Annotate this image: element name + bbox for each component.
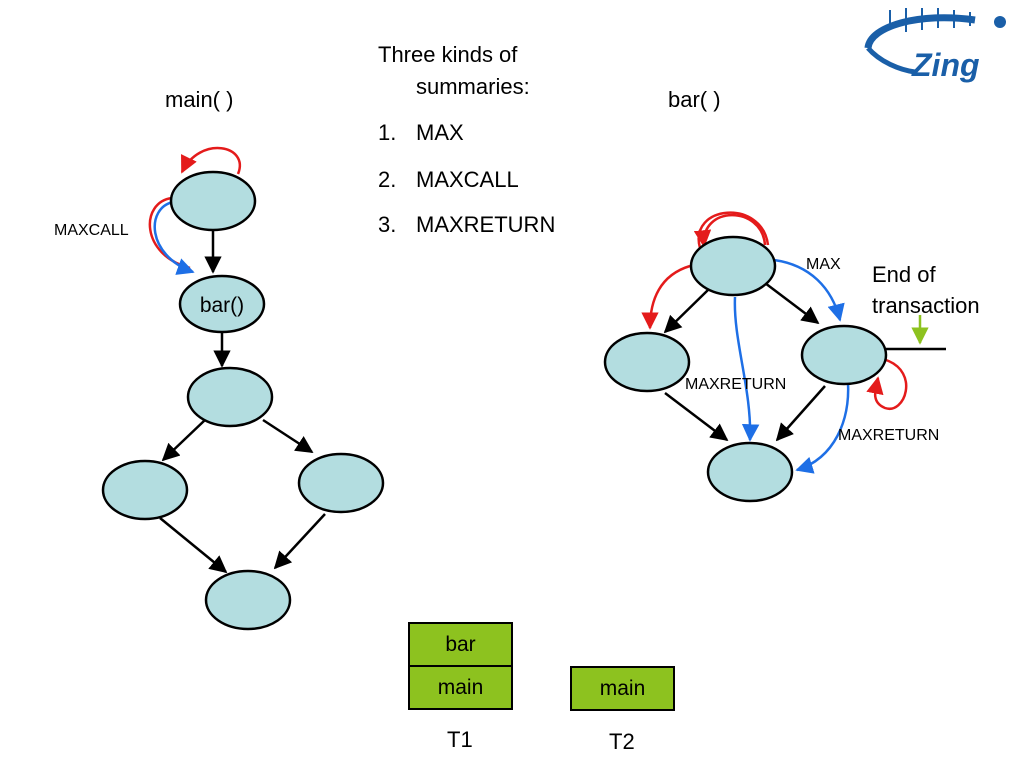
- bar-call-label: bar(): [200, 294, 244, 317]
- stack-t2-label: T2: [609, 729, 635, 754]
- main-self-loop: [180, 146, 242, 175]
- main-node-exit: [204, 569, 292, 631]
- edge-bar-top-to-right: [764, 282, 820, 325]
- zing-logo: Zing: [864, 8, 1006, 83]
- stack-t1-frame-bar-label: bar: [445, 632, 476, 656]
- bar-right-self-loop: [866, 358, 908, 410]
- maxreturn-label-1: MAXRETURN: [685, 376, 787, 393]
- stack-t2-frame-main: main: [570, 666, 675, 711]
- edge-bar-left-to-bottom: [664, 392, 729, 442]
- maxcall-edge-blue: [153, 200, 195, 275]
- edge-left-to-bottom: [159, 517, 228, 574]
- stack-t1-label: T1: [447, 727, 473, 752]
- logo-dot: [994, 16, 1006, 28]
- edge-bar-right-to-bottom: [775, 385, 826, 442]
- summary-item-maxreturn: MAXRETURN: [416, 212, 556, 237]
- edge-n3-to-left: [161, 419, 206, 462]
- maxcall-label: MAXCALL: [54, 222, 129, 239]
- main-node-bar-call: [178, 274, 266, 334]
- main-node-left: [101, 459, 189, 521]
- stack-t2-frame-main-label: main: [599, 676, 646, 700]
- end-of-transaction-line2: transaction: [872, 293, 980, 318]
- maxreturn-label-2: MAXRETURN: [838, 427, 940, 444]
- logo-text: Zing: [911, 47, 980, 83]
- max-label: MAX: [806, 256, 841, 273]
- bar-maxreturn-edge-2: [795, 381, 850, 474]
- edge-bar-top-to-left: [663, 289, 709, 334]
- summaries-heading-line1: Three kinds of: [378, 42, 518, 67]
- bar-graph-title: bar( ): [668, 87, 721, 112]
- bar-node-left: [603, 331, 691, 393]
- edge-right-to-bottom: [273, 513, 326, 570]
- stack-t1-frame-main: main: [408, 665, 513, 710]
- summary-item-number: 2.: [378, 167, 397, 192]
- edge-n3-to-right: [262, 418, 314, 454]
- main-node-entry: [169, 170, 257, 232]
- logo-swoosh: [864, 14, 976, 49]
- main-node-right: [297, 452, 385, 514]
- stack-t1-frame-main-label: main: [437, 675, 484, 699]
- main-graph: bar(): [101, 146, 385, 631]
- bar-max-edge: [773, 258, 845, 322]
- main-graph-title: main( ): [165, 87, 234, 112]
- summary-item-maxcall: MAXCALL: [416, 167, 519, 192]
- end-of-transaction-line1: End of: [872, 262, 936, 287]
- logo-swoosh-tail: [866, 46, 916, 75]
- summary-item-max: MAX: [416, 120, 464, 145]
- bar-graph: [603, 211, 946, 503]
- bar-node-entry: [689, 235, 777, 297]
- bar-node-exit: [706, 441, 794, 503]
- summaries-heading-line2: summaries:: [416, 74, 530, 99]
- summary-item-number: 3.: [378, 212, 397, 237]
- bar-node-right: [800, 324, 888, 386]
- main-node-3: [186, 366, 274, 428]
- stack-t1-frame-bar: bar: [408, 622, 513, 667]
- summary-item-number: 1.: [378, 120, 397, 145]
- bar-top-self-loop-head: [693, 213, 767, 248]
- bar-top-to-left-red: [641, 264, 691, 330]
- bar-maxreturn-edge-1: [733, 296, 760, 442]
